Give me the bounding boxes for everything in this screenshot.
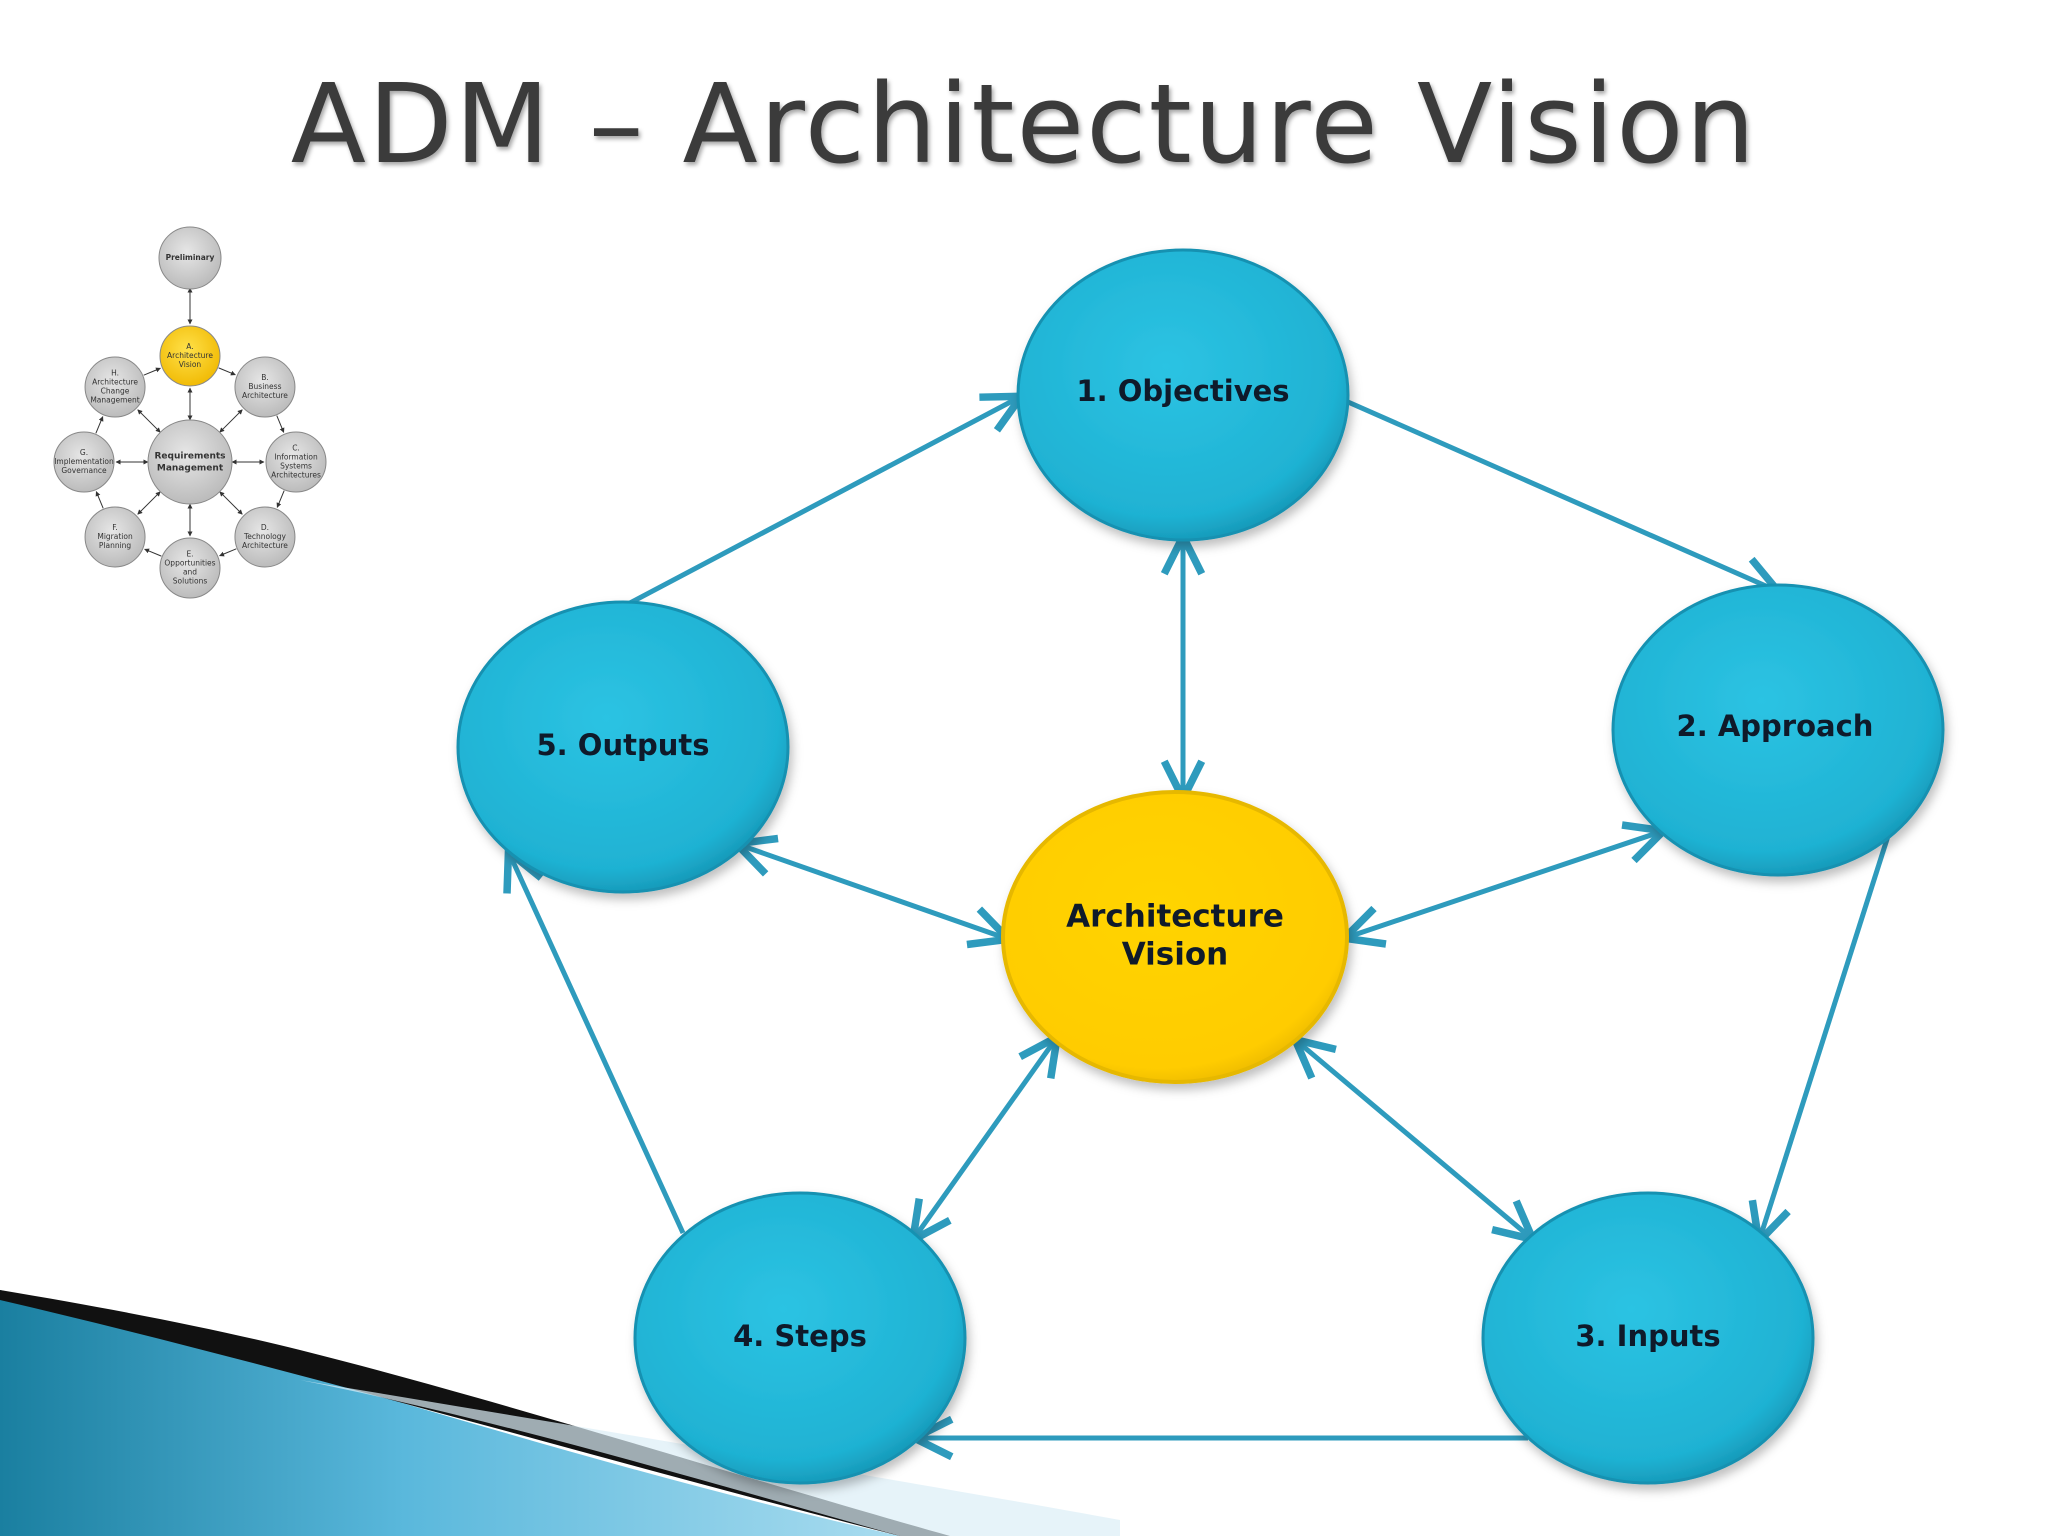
thumbnail-label-phase-e: and [183, 568, 197, 577]
thumbnail-ring-arrow-f [95, 491, 104, 509]
thumbnail-ring-arrow-h [143, 367, 161, 376]
thumbnail-node-phase-h [84, 356, 146, 418]
thumbnail-center-label: Requirements [154, 452, 225, 462]
center-label-line-1: Architecture [1066, 899, 1284, 935]
thumbnail-label-preliminary: Preliminary [166, 253, 215, 262]
node-outputs-label: 5. Outputs [537, 728, 710, 762]
node-approach: 2. Approach [1611, 583, 1945, 877]
thumbnail-ring-arrow-e [144, 548, 162, 557]
node-architecture-vision: Architecture Vision [1001, 790, 1349, 1084]
thumbnail-node-requirements [147, 419, 233, 505]
center-label-line-2: Vision [1122, 937, 1229, 973]
thumbnail-label-phase-f: Migration [97, 532, 133, 541]
thumbnail-node-phase-d [234, 506, 296, 568]
arrow-center-approach [1348, 832, 1660, 937]
node-objectives-label: 1. Objectives [1076, 374, 1289, 408]
thumbnail-label-phase-h: H. [111, 369, 119, 378]
adm-cycle-thumbnail: PreliminaryRequirementsManagementA.Archi… [53, 226, 327, 599]
thumbnail-connector-f [137, 491, 161, 515]
thumbnail-label-phase-h: Management [90, 396, 139, 405]
thumbnail-ring-arrow-g [95, 416, 104, 434]
thumbnail-node-phase-f [84, 506, 146, 568]
thumbnail-connector-d [219, 491, 243, 515]
node-outputs: 5. Outputs [456, 600, 790, 894]
diagram-arrows [510, 398, 1891, 1438]
thumbnail-label-phase-b: Architecture [242, 391, 288, 400]
thumbnail-node-phase-c [265, 431, 327, 493]
thumbnail-label-phase-c: Systems [280, 462, 312, 471]
thumbnail-label-phase-b: Business [248, 382, 281, 391]
slide-title: ADM – Architecture Vision [290, 60, 1758, 188]
arrow-center-steps [915, 1040, 1055, 1237]
thumbnail-center-label: Management [157, 464, 224, 474]
arrow-outputs-to-objectives [628, 398, 1018, 606]
thumbnail-ring-arrow-b [276, 415, 285, 433]
arrow-center-outputs [740, 845, 1005, 938]
node-inputs-label: 3. Inputs [1575, 1319, 1720, 1353]
thumbnail-label-phase-g: G. [80, 448, 88, 457]
thumbnail-node-phase-e [159, 537, 221, 599]
thumbnail-ring-arrow-c [276, 490, 285, 508]
thumbnail-label-phase-d: Architecture [242, 541, 288, 550]
thumbnail-label-phase-c: Architectures [271, 471, 321, 480]
thumbnail-label-phase-a: Architecture [167, 351, 213, 360]
thumbnail-label-phase-f: Planning [99, 541, 132, 550]
thumbnail-label-phase-a: A. [186, 342, 193, 351]
thumbnail-label-phase-d: Technology [243, 532, 287, 541]
thumbnail-label-phase-c: C. [292, 444, 300, 453]
thumbnail-node-phase-a [159, 325, 221, 387]
thumbnail-label-phase-c: Information [274, 453, 318, 462]
thumbnail-label-phase-e: E. [186, 550, 193, 559]
node-approach-label: 2. Approach [1677, 709, 1874, 743]
node-inputs: 3. Inputs [1481, 1191, 1815, 1485]
node-objectives: 1. Objectives [1016, 248, 1350, 542]
thumbnail-connector-h [137, 409, 161, 433]
thumbnail-label-phase-a: Vision [179, 360, 202, 369]
thumbnail-label-phase-g: Governance [61, 466, 107, 475]
thumbnail-label-phase-h: Architecture [92, 378, 138, 387]
arrow-approach-to-inputs [1760, 835, 1891, 1238]
thumbnail-label-phase-e: Opportunities [164, 559, 215, 568]
thumbnail-label-phase-e: Solutions [173, 577, 208, 586]
arrow-objectives-to-approach [1346, 399, 1775, 590]
arrow-center-inputs [1298, 1042, 1530, 1237]
thumbnail-label-phase-f: F. [112, 523, 118, 532]
thumbnail-label-phase-b: B. [261, 373, 269, 382]
thumbnail-node-preliminary [158, 226, 222, 290]
thumbnail-node-phase-b [234, 356, 296, 418]
thumbnail-connector-b [219, 409, 243, 433]
thumbnail-label-phase-g: Implementation [54, 457, 114, 466]
node-steps-label: 4. Steps [733, 1319, 867, 1353]
thumbnail-label-phase-d: D. [261, 523, 269, 532]
thumbnail-node-phase-g [53, 431, 115, 493]
arrow-steps-to-outputs [510, 855, 686, 1235]
thumbnail-ring-arrow-a [218, 367, 236, 376]
thumbnail-ring-arrow-d [219, 548, 237, 557]
thumbnail-label-phase-h: Change [101, 387, 130, 396]
node-steps: 4. Steps [633, 1191, 967, 1485]
